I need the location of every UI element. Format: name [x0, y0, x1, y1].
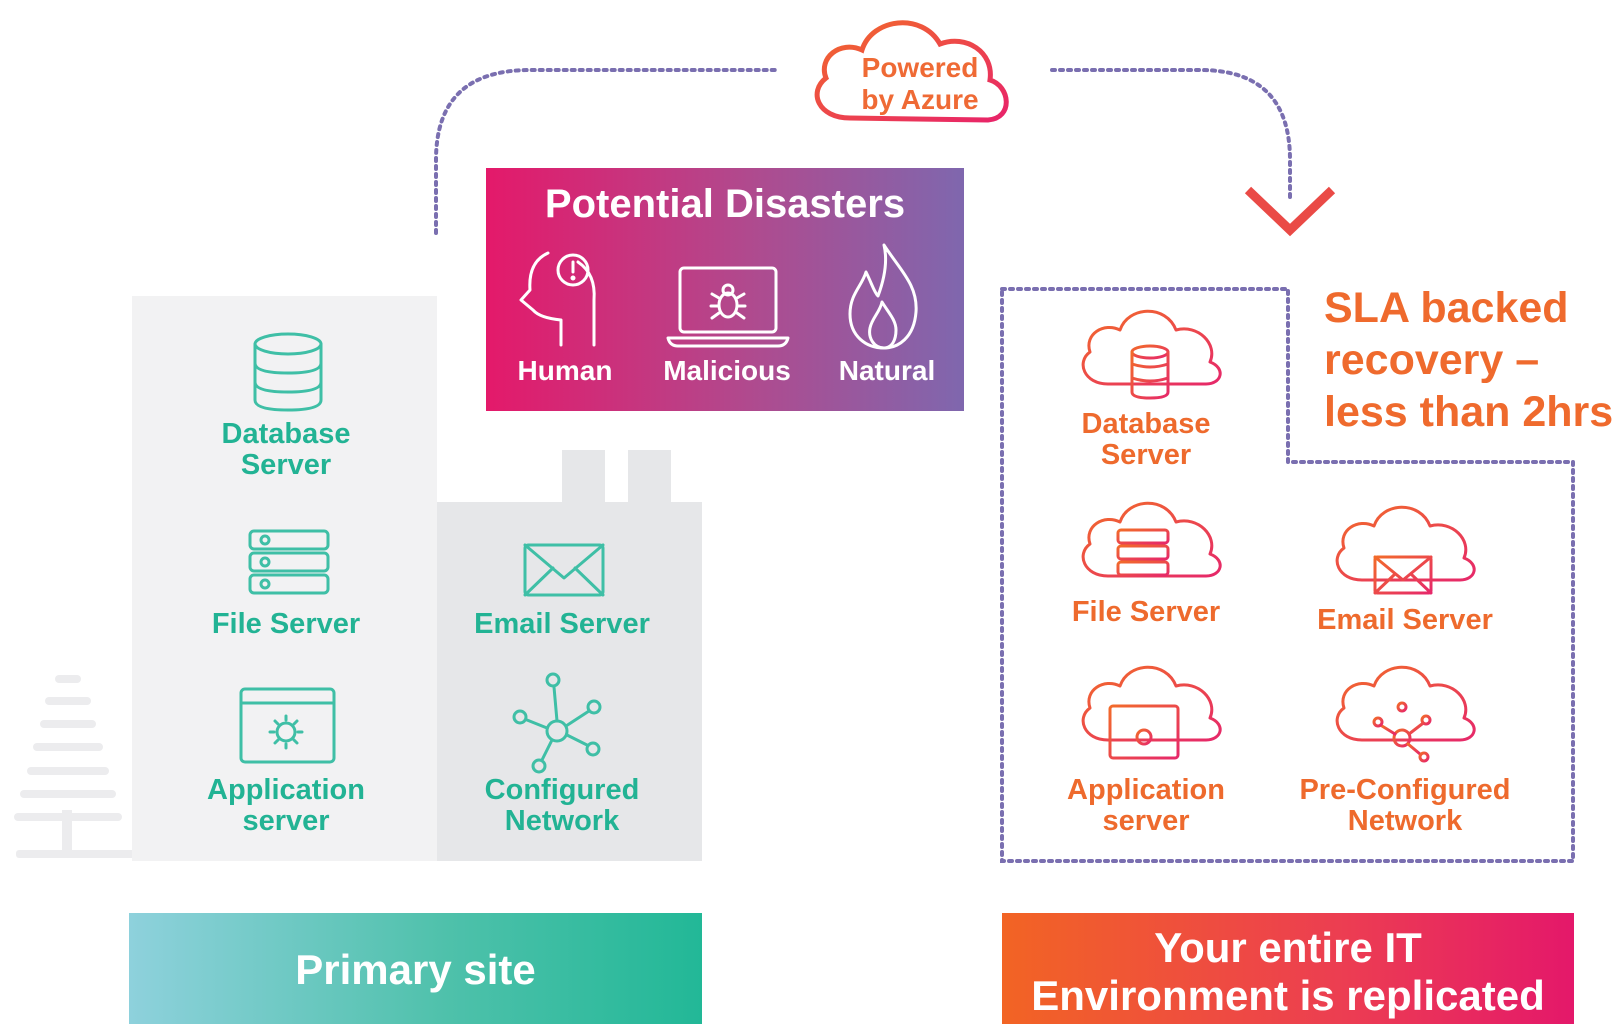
potential-disasters-panel [486, 168, 964, 411]
cloud-email-icon [1335, 505, 1476, 595]
replication-path-left [434, 68, 777, 235]
replica-database-server-label: Database Server [1081, 408, 1211, 471]
primary-building-main [132, 296, 437, 861]
file-server-icon [248, 529, 330, 595]
cloud-icon [814, 20, 1009, 123]
database-icon [253, 332, 323, 412]
email-envelope-icon [523, 543, 605, 597]
chevron-down-icon [1244, 186, 1336, 237]
replica-email-server-label: Email Server [1317, 604, 1493, 636]
application-server-label: Application server [207, 774, 365, 837]
replica-site-banner-text: Your entire IT Environment is replicated [1031, 924, 1545, 1019]
primary-site-banner-text: Primary site [295, 946, 536, 993]
database-server-label: Database Server [221, 418, 351, 481]
replica-application-server-label: Application server [1067, 774, 1225, 837]
disaster-label-natural: Natural [838, 355, 936, 386]
replication-path-right [1050, 68, 1292, 200]
sla-recovery-text: SLA backed recovery – less than 2hrs [1324, 284, 1614, 436]
potential-disasters-title: Potential Disasters [544, 182, 906, 226]
human-head-alert-icon [519, 251, 596, 347]
cloud-file-server-icon [1081, 501, 1222, 578]
building-chimney [562, 450, 605, 505]
file-server-label: File Server [211, 608, 361, 640]
cloud-database-icon [1081, 309, 1222, 400]
powered-by-azure-text: Powered by Azure [861, 52, 979, 115]
replica-site-banner [1002, 913, 1574, 1024]
application-window-icon [239, 687, 336, 764]
replica-boundary [1000, 287, 1575, 863]
disaster-label-human: Human [517, 355, 613, 386]
flame-icon [848, 243, 918, 350]
replica-file-server-label: File Server [1071, 596, 1221, 628]
primary-site-banner [129, 913, 702, 1024]
disaster-label-malicious: Malicious [663, 355, 791, 386]
network-hub-icon [512, 672, 602, 774]
building-chimney [628, 450, 671, 505]
replica-network-label: Pre-Configured Network [1299, 774, 1511, 837]
configured-network-label: Configured Network [484, 774, 640, 837]
cloud-application-icon [1081, 665, 1222, 760]
laptop-bug-icon [666, 266, 790, 348]
primary-building-side [437, 502, 702, 861]
email-server-label: Email Server [474, 608, 650, 640]
cloud-network-icon [1335, 665, 1476, 763]
